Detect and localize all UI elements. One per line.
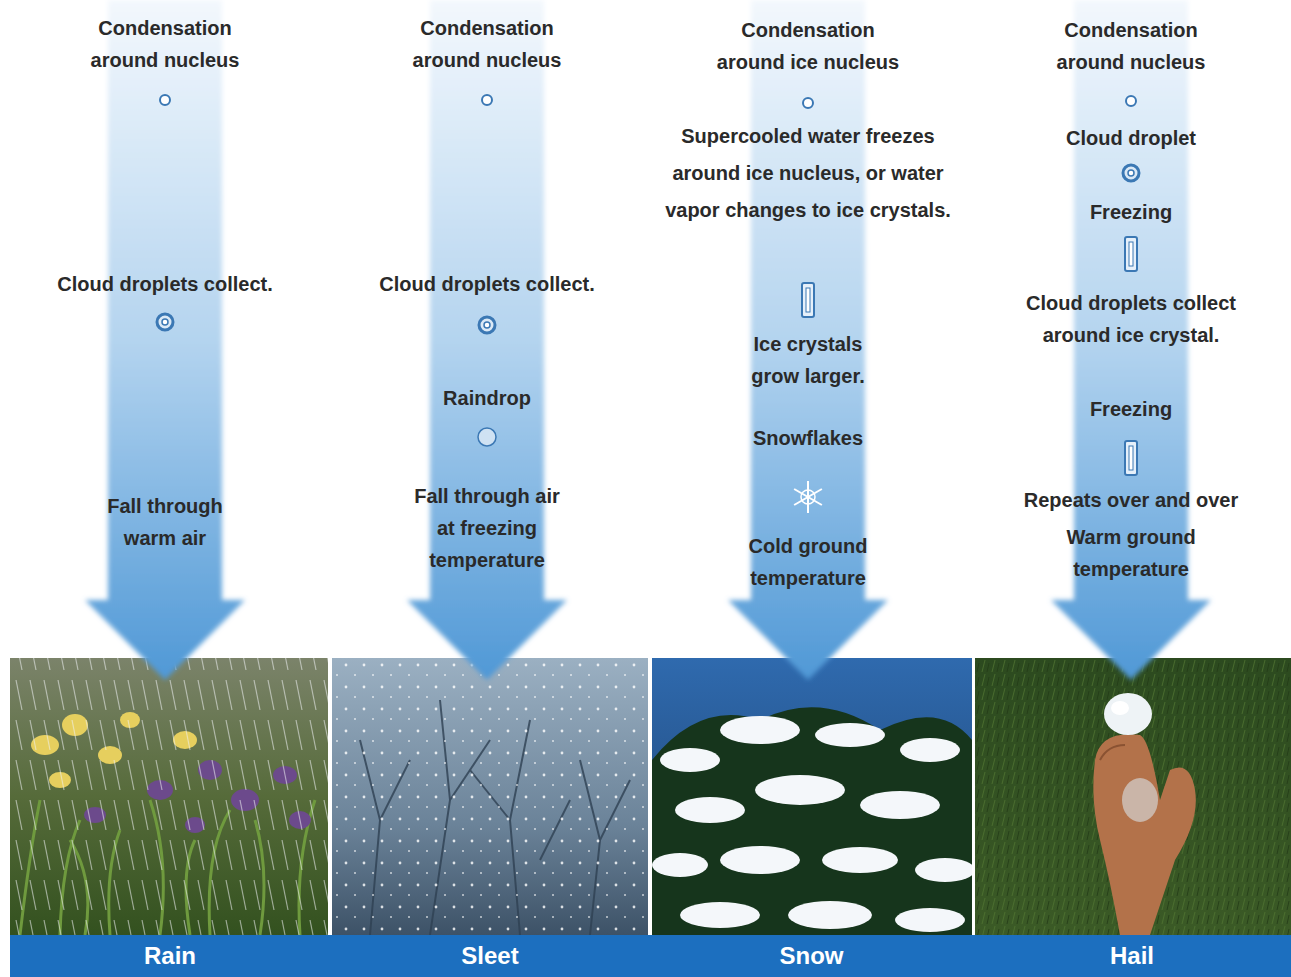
photo-panel: Rain bbox=[10, 658, 330, 977]
gradient-arrow bbox=[327, 0, 647, 690]
step-text: Fall through warm air bbox=[90, 490, 240, 554]
step-text: Condensation around nucleus bbox=[397, 12, 577, 76]
photo-panel: Hail bbox=[973, 658, 1291, 977]
step-text: Cloud droplets collect. bbox=[15, 268, 315, 300]
step-text: Condensation around nucleus bbox=[1041, 14, 1221, 78]
precipitation-arrow: Condensation around nucleusCloud droplet… bbox=[5, 0, 325, 690]
step-text: Repeats over and over bbox=[981, 484, 1281, 516]
photo-panel: Snow bbox=[650, 658, 973, 977]
panel-label: Hail bbox=[973, 935, 1291, 977]
panel-label: Rain bbox=[10, 935, 330, 977]
step-text: Condensation around ice nucleus bbox=[708, 14, 908, 78]
step-text: Cloud droplets collect around ice crysta… bbox=[1001, 287, 1261, 351]
precipitation-arrow: Condensation around nucleusCloud droplet… bbox=[971, 0, 1291, 690]
step-text: Ice crystals grow larger. bbox=[733, 328, 883, 392]
step-text: Cloud droplet bbox=[1011, 122, 1251, 154]
precipitation-arrow: Condensation around ice nucleusSupercool… bbox=[648, 0, 968, 690]
step-text: Freezing bbox=[1031, 196, 1231, 228]
panel-label: Snow bbox=[650, 935, 973, 977]
step-text: Cloud droplets collect. bbox=[337, 268, 637, 300]
step-text: Fall through air at freezing temperature bbox=[407, 480, 567, 576]
step-text: Freezing bbox=[1031, 393, 1231, 425]
step-text: Warm ground temperature bbox=[1041, 521, 1221, 585]
step-text: Raindrop bbox=[387, 382, 587, 414]
gradient-arrow bbox=[5, 0, 325, 690]
step-text: Condensation around nucleus bbox=[75, 12, 255, 76]
panel-label: Sleet bbox=[330, 935, 650, 977]
precipitation-arrow: Condensation around nucleusCloud droplet… bbox=[327, 0, 647, 690]
step-text: Cold ground temperature bbox=[728, 530, 888, 594]
step-text: Supercooled water freezes around ice nuc… bbox=[653, 118, 963, 229]
step-text: Snowflakes bbox=[708, 422, 908, 454]
photo-panel: Sleet bbox=[330, 658, 650, 977]
